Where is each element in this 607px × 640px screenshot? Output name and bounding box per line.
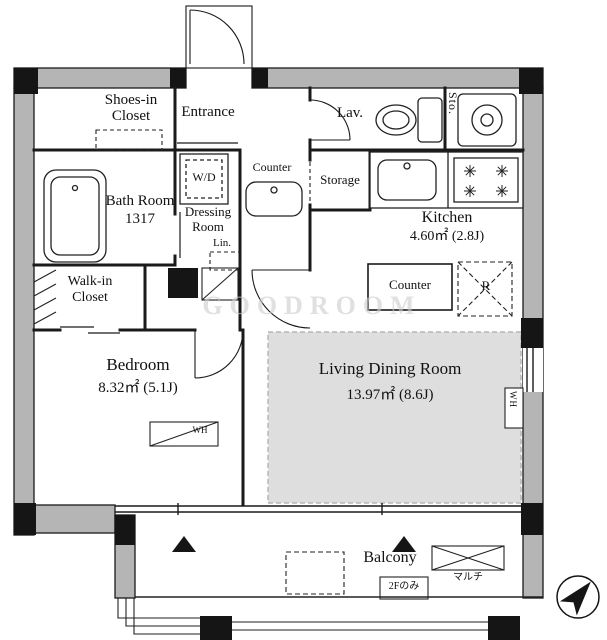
kitchen-sink-icon bbox=[377, 159, 437, 201]
label-multi: マルチ bbox=[453, 572, 483, 583]
label-storage: Storage bbox=[320, 172, 360, 187]
label-bath-size: 1317 bbox=[125, 211, 155, 227]
floor2-note-box bbox=[379, 576, 429, 600]
label-entrance: Entrance bbox=[181, 104, 235, 120]
label-bath-room: Bath Room bbox=[105, 193, 175, 209]
label-kitchen-size: 4.60㎡ (2.8J) bbox=[409, 229, 485, 244]
label-balcony: Balcony bbox=[363, 549, 417, 566]
linen-shelf bbox=[209, 251, 241, 271]
label-counter-hall: Counter bbox=[252, 160, 292, 174]
label-shoes-in-closet: Closet bbox=[111, 108, 151, 124]
label-walk-in-closet: Closet bbox=[72, 290, 108, 305]
label-bedroom: Bedroom bbox=[106, 355, 170, 374]
label-shoes-in-closet: Shoes-in bbox=[104, 92, 158, 108]
windows bbox=[115, 348, 543, 515]
sliding-doors bbox=[60, 142, 238, 334]
stove-burners-icon bbox=[464, 165, 508, 197]
label-living-dining-size: 13.97㎡ (8.6J) bbox=[346, 387, 434, 403]
island-and-fridge bbox=[367, 261, 513, 317]
label-counter-kitchen: Counter bbox=[389, 277, 431, 292]
pipe-space bbox=[168, 268, 198, 298]
shoes-closet-shelf bbox=[95, 129, 163, 151]
wall-pillars bbox=[14, 68, 543, 640]
door-swings bbox=[185, 5, 351, 379]
balcony-elements bbox=[117, 545, 543, 635]
vanity-sink-icon bbox=[245, 181, 303, 217]
label-washer-dryer: W/D bbox=[192, 170, 216, 184]
balcony-dashed-box bbox=[285, 551, 345, 595]
label-linen: Lin. bbox=[212, 237, 232, 249]
refrigerator-space bbox=[457, 261, 513, 317]
multi-unit-icon bbox=[431, 545, 505, 571]
label-dressing-room: Dressing bbox=[184, 204, 232, 219]
triangle-marker-icon bbox=[172, 536, 196, 552]
living-shaded-area bbox=[267, 331, 522, 504]
fixtures bbox=[43, 93, 524, 263]
label-dressing-room: Room bbox=[192, 219, 224, 234]
label-walk-in-closet: Walk-in bbox=[67, 274, 113, 289]
label-living-dining: Living Dining Room bbox=[318, 359, 462, 378]
label-sto: Sto. bbox=[446, 92, 461, 116]
storage-elements bbox=[33, 129, 524, 447]
label-water-heater: WH bbox=[192, 425, 208, 435]
label-water-heater-wall: WH bbox=[507, 391, 518, 408]
label-kitchen: Kitchen bbox=[421, 209, 473, 226]
label-bedroom-size: 8.32㎡ (5.1J) bbox=[98, 380, 178, 396]
label-refrigerator: R bbox=[481, 278, 491, 293]
north-arrow-icon bbox=[556, 575, 600, 619]
label-lav: Lav. bbox=[336, 105, 364, 121]
interior-walls bbox=[32, 86, 525, 507]
toilet-icon bbox=[417, 97, 443, 143]
label-second-floor-only: 2Fのみ bbox=[388, 581, 420, 592]
water-heater-box bbox=[504, 387, 524, 429]
direction-markers bbox=[172, 536, 416, 552]
stove-icon bbox=[453, 157, 519, 203]
counter-island bbox=[367, 263, 453, 311]
watermark: GOODROOM bbox=[202, 291, 422, 320]
bedroom-closet bbox=[149, 421, 219, 447]
triangle-marker-icon bbox=[392, 536, 416, 552]
entrance-vestibule bbox=[185, 5, 253, 69]
